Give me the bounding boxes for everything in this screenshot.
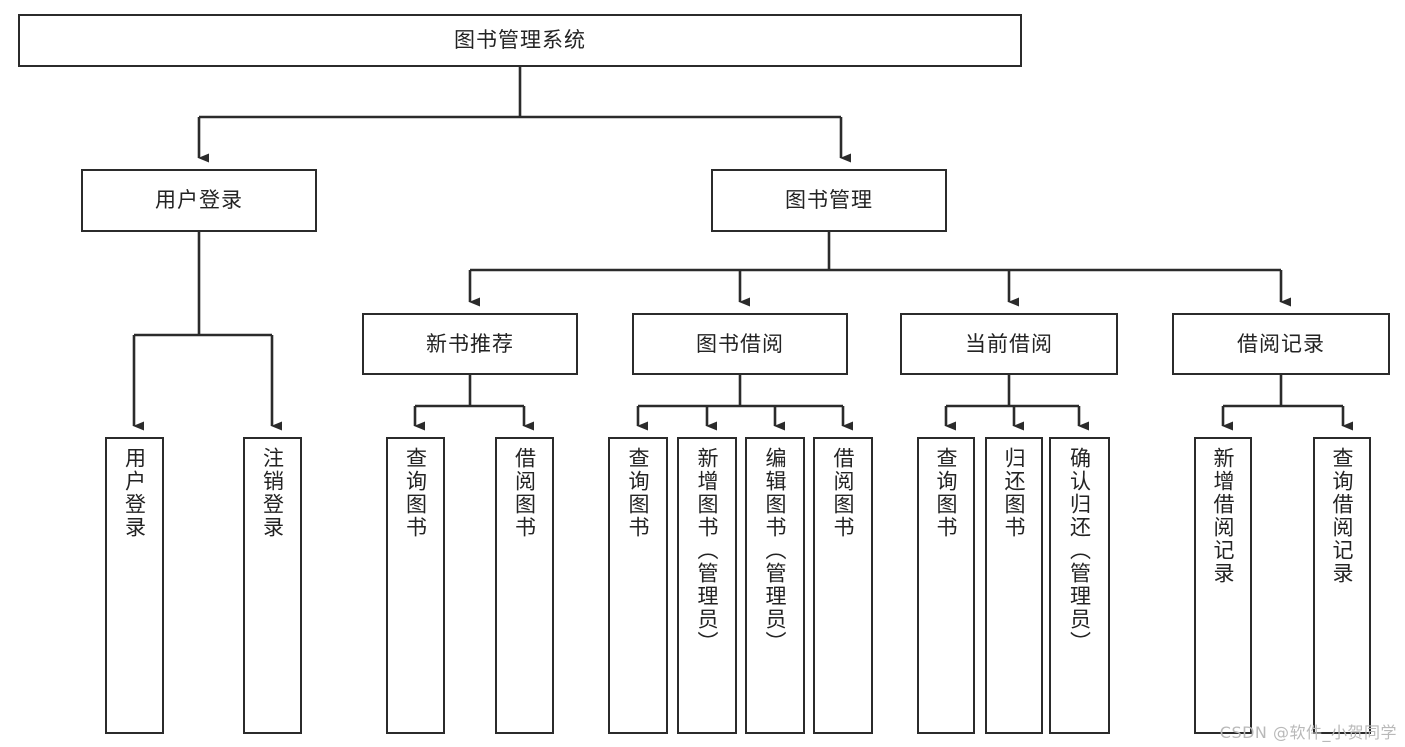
leaf-logout[interactable]: 注销登录 — [243, 437, 302, 734]
node-label: 借阅记录 — [1237, 331, 1325, 356]
leaf-borrow-query-book[interactable]: 查询图书 — [608, 437, 668, 734]
csdn-watermark: CSDN @软件_小贺同学 — [1219, 723, 1397, 742]
leaf-record-add-borrow-record[interactable]: 新增借阅记录 — [1194, 437, 1252, 734]
node-label: 编辑图书（管理员） — [763, 447, 788, 654]
node-label: 确认归还（管理员） — [1067, 447, 1092, 654]
leaf-current-query-book[interactable]: 查询图书 — [917, 437, 975, 734]
node-root-book-management-system[interactable]: 图书管理系统 — [18, 14, 1022, 67]
node-current-borrow[interactable]: 当前借阅 — [900, 313, 1118, 375]
leaf-user-login[interactable]: 用户登录 — [105, 437, 164, 734]
leaf-borrow-add-book-admin[interactable]: 新增图书（管理员） — [677, 437, 737, 734]
node-label: 查询图书 — [934, 447, 959, 539]
leaf-borrow-edit-book-admin[interactable]: 编辑图书（管理员） — [745, 437, 805, 734]
leaf-new-book-query-book[interactable]: 查询图书 — [386, 437, 445, 734]
node-label: 注销登录 — [260, 447, 285, 539]
leaf-current-confirm-return-admin[interactable]: 确认归还（管理员） — [1049, 437, 1110, 734]
node-label: 图书管理 — [785, 188, 873, 213]
leaf-new-book-borrow-book[interactable]: 借阅图书 — [495, 437, 554, 734]
node-book-borrow[interactable]: 图书借阅 — [632, 313, 848, 375]
node-label: 新增借阅记录 — [1211, 447, 1236, 585]
node-label: 新书推荐 — [426, 331, 514, 356]
node-label: 归还图书 — [1002, 447, 1027, 539]
node-book-management[interactable]: 图书管理 — [711, 169, 947, 232]
node-label: 查询图书 — [626, 447, 651, 539]
node-borrow-record[interactable]: 借阅记录 — [1172, 313, 1390, 375]
leaf-record-query-borrow-record[interactable]: 查询借阅记录 — [1313, 437, 1371, 734]
node-label: 用户登录 — [155, 188, 243, 213]
node-label: 查询图书 — [403, 447, 428, 539]
node-label: 查询借阅记录 — [1330, 447, 1355, 585]
node-new-book-recommend[interactable]: 新书推荐 — [362, 313, 578, 375]
node-label: 当前借阅 — [965, 331, 1053, 356]
node-user-login[interactable]: 用户登录 — [81, 169, 317, 232]
node-label: 借阅图书 — [512, 447, 537, 539]
node-label: 借阅图书 — [831, 447, 856, 539]
node-label: 图书管理系统 — [454, 28, 586, 53]
leaf-current-return-book[interactable]: 归还图书 — [985, 437, 1043, 734]
leaf-borrow-borrow-book[interactable]: 借阅图书 — [813, 437, 873, 734]
node-label: 用户登录 — [122, 447, 147, 539]
node-label: 新增图书（管理员） — [695, 447, 720, 654]
node-label: 图书借阅 — [696, 331, 784, 356]
